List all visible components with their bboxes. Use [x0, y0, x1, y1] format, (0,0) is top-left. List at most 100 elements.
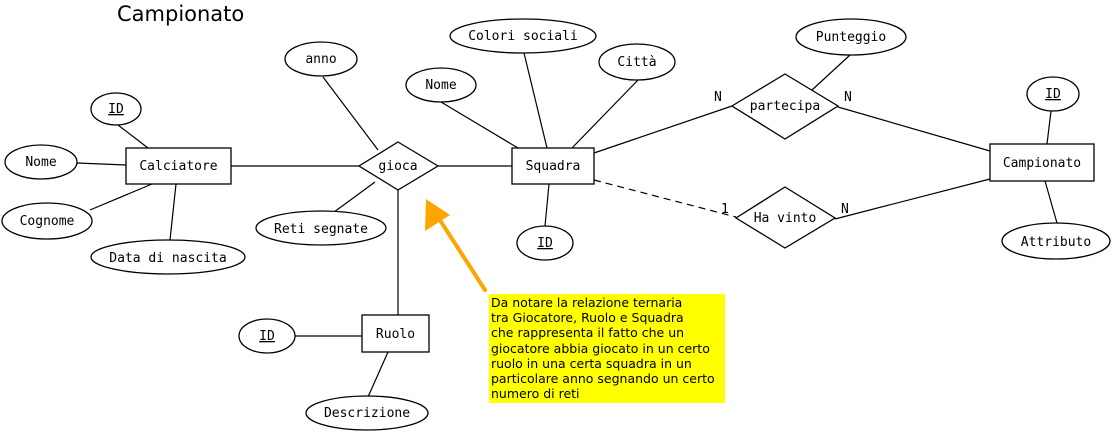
attribute-label: Città [617, 55, 656, 70]
attribute-ellipse [795, 18, 907, 56]
attribute-partecipa-punteggio[interactable]: Punteggio [795, 18, 907, 56]
attribute-ellipse [90, 92, 142, 126]
link-calciatore-id [117, 124, 149, 149]
attribute-label: ID [1045, 87, 1061, 102]
relationship-label: partecipa [750, 99, 820, 114]
attribute-campionato-attributo[interactable]: Attributo [1001, 222, 1111, 260]
relationship-diamond [730, 73, 840, 140]
cardinality-havinto-squadra: 1 [721, 202, 729, 217]
entity-calciatore[interactable]: Calciatore [125, 147, 232, 185]
note-line: particolare anno segnando un certo [491, 371, 715, 387]
entity-campionato[interactable]: Campionato [989, 143, 1095, 182]
attribute-ellipse [1001, 222, 1111, 260]
note-line: ruolo in una certa squadra in un [491, 355, 692, 371]
relationship-partecipa[interactable]: partecipa [730, 73, 840, 140]
link-squadra-nome [440, 101, 519, 149]
arrow-shaft [434, 212, 487, 292]
link-campionato-id [1046, 110, 1052, 145]
attribute-gioca-anno[interactable]: anno [284, 41, 358, 77]
attribute-label: Data di nascita [109, 251, 226, 266]
attribute-calciatore-data-nascita[interactable]: Data di nascita [90, 239, 246, 275]
link-ruolo-descrizione [367, 351, 389, 398]
attribute-label: Reti segnate [274, 222, 368, 237]
link-squadra-citta [571, 79, 639, 149]
attribute-ellipse [255, 210, 387, 246]
entity-box [989, 143, 1095, 182]
attribute-squadra-nome[interactable]: Nome [405, 67, 477, 103]
link-calciatore-nome [76, 162, 127, 166]
link-squadra-havinto [593, 179, 737, 218]
cardinality-partecipa-campionato: N [844, 90, 852, 105]
attribute-label: Descrizione [324, 406, 410, 421]
attribute-squadra-id[interactable]: ID [516, 225, 574, 261]
link-partecipa-campionato [837, 106, 991, 152]
attribute-label: Colori sociali [468, 29, 578, 44]
entity-label: Campionato [1003, 156, 1081, 171]
entity-box [125, 147, 232, 185]
attribute-label: anno [305, 52, 336, 67]
diagram-title: Campionato [117, 2, 244, 26]
relationship-label: gioca [378, 159, 417, 174]
link-gioca-anno [322, 76, 379, 151]
attribute-ellipse [405, 67, 477, 103]
attribute-ellipse [4, 144, 78, 180]
cardinality-partecipa-squadra: N [714, 90, 722, 105]
attribute-label: Cognome [20, 214, 75, 229]
relationship-gioca[interactable]: gioca [357, 141, 440, 191]
attribute-campionato-id[interactable]: ID [1026, 76, 1080, 112]
attribute-label: ID [259, 329, 275, 344]
attribute-calciatore-id[interactable]: ID [90, 92, 142, 126]
attribute-ellipse [90, 239, 246, 275]
attribute-ellipse [1, 202, 93, 240]
entity-label: Calciatore [139, 159, 217, 174]
annotation-note: Da notare la relazione ternaria tra Gioc… [489, 294, 725, 404]
attribute-ellipse [238, 318, 296, 354]
attribute-ruolo-descrizione[interactable]: Descrizione [305, 395, 429, 431]
link-squadra-id [544, 183, 550, 227]
attribute-label: Attributo [1021, 235, 1091, 250]
attribute-ellipse [284, 41, 358, 77]
relationship-diamond [734, 186, 837, 249]
attribute-ellipse [449, 18, 597, 54]
attribute-label: Nome [425, 78, 456, 93]
attribute-ellipse [1026, 76, 1080, 112]
attribute-label: ID [108, 102, 124, 117]
attribute-squadra-colori[interactable]: Colori sociali [449, 18, 597, 54]
attribute-gioca-reti[interactable]: Reti segnate [255, 210, 387, 246]
note-line: che rappresenta il fatto che un [491, 325, 685, 341]
attribute-label: ID [537, 236, 553, 251]
link-calciatore-cognome [89, 183, 153, 211]
attribute-ellipse [516, 225, 574, 261]
attribute-label: Punteggio [816, 30, 886, 45]
entity-squadra[interactable]: Squadra [511, 147, 595, 185]
link-squadra-partecipa [593, 105, 733, 154]
arrow-head [425, 199, 450, 231]
link-squadra-colori [523, 52, 548, 149]
attribute-label: Nome [25, 155, 56, 170]
link-havinto-campionato [834, 178, 991, 220]
attribute-squadra-citta[interactable]: Città [598, 43, 676, 81]
link-campionato-attributo [1044, 180, 1058, 224]
link-gioca-reti [329, 181, 376, 216]
cardinality-havinto-campionato: N [841, 202, 849, 217]
connectors [76, 52, 1058, 398]
relationship-ha-vinto[interactable]: Ha vinto [734, 186, 837, 249]
entity-label: Squadra [526, 159, 581, 174]
relationship-label: Ha vinto [754, 211, 817, 226]
attribute-calciatore-cognome[interactable]: Cognome [1, 202, 93, 240]
relationship-diamond [357, 141, 440, 191]
note-line: giocatore abbia giocato in un certo [491, 340, 710, 356]
note-line: numero di reti [491, 386, 580, 402]
attribute-ruolo-id[interactable]: ID [238, 318, 296, 354]
attribute-ellipse [598, 43, 676, 81]
annotation-arrow [425, 199, 487, 292]
entity-ruolo[interactable]: Ruolo [361, 314, 430, 353]
attribute-calciatore-nome[interactable]: Nome [4, 144, 78, 180]
entity-label: Ruolo [376, 327, 415, 342]
entity-box [511, 147, 595, 185]
link-partecipa-punteggio [811, 54, 851, 91]
note-line: Da notare la relazione ternaria [491, 295, 683, 310]
entity-box [361, 314, 430, 353]
attribute-ellipse [305, 395, 429, 431]
